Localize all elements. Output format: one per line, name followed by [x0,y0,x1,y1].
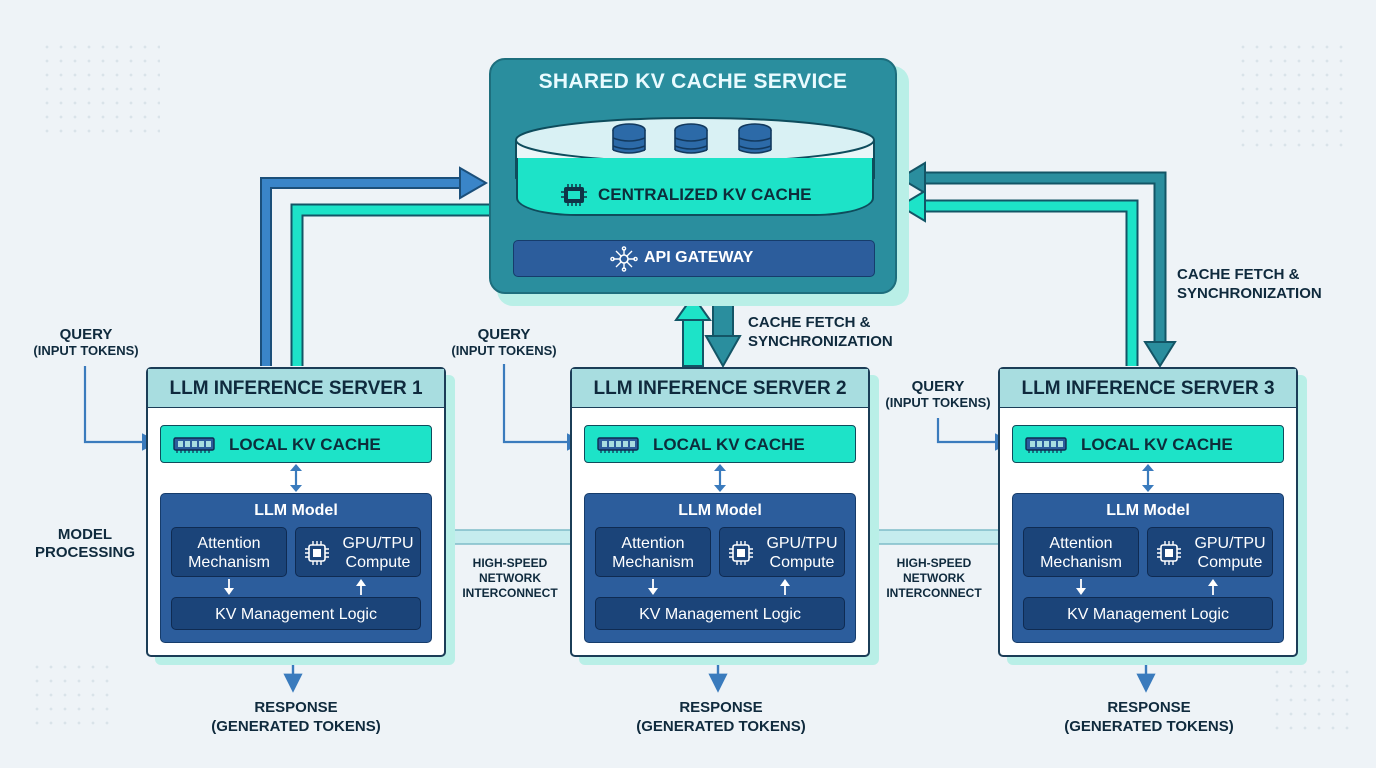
sync-path-server2-up [674,294,712,367]
cache-fetch-label-2: CACHE FETCH & SYNCHRONIZATION [1177,266,1322,302]
server-title: LLM INFERENCE SERVER 1 [169,378,423,399]
service-title: SHARED KV CACHE SERVICE [538,70,848,93]
query-label-2: QUERY (INPUT TOKENS) [451,326,557,358]
query-arrow-2 [502,364,585,451]
response-label-2: RESPONSE (GENERATED TOKENS) [636,699,806,735]
bidirectional-arrow-icon [714,464,726,492]
server-title: LLM INFERENCE SERVER 3 [1021,378,1275,399]
kv-management-logic: KV Management Logic [171,597,421,630]
server-header: LLM INFERENCE SERVER 1 [148,369,444,408]
ram-module-icon [597,437,639,453]
bidirectional-arrow-icon [290,464,302,492]
cache-fetch-label-1: CACHE FETCH & SYNCHRONIZATION [748,314,893,350]
local-kv-cache: LOCAL KV CACHE [160,425,432,463]
kv-management-logic: KV Management Logic [1023,597,1273,630]
query-label-1: QUERY (INPUT TOKENS) [33,326,139,358]
llm-model-title: LLM Model [1106,502,1190,519]
database-icon [738,123,772,154]
ram-module-icon [173,437,215,453]
upload-path-server1-blue [260,166,489,366]
down-arrow-icon [224,579,234,595]
background-dot-grid [1236,40,1346,150]
local-kv-cache-label: LOCAL KV CACHE [653,435,805,454]
network-hub-icon [610,246,638,272]
server-header: LLM INFERENCE SERVER 3 [1000,369,1296,408]
api-gateway [513,240,875,277]
processor-chip-icon [305,541,329,565]
background-dot-grid [40,40,160,140]
sync-path-server3-inner [898,189,1139,366]
model-processing-label: MODEL PROCESSING [34,526,136,561]
up-arrow-icon [356,579,366,595]
local-kv-cache: LOCAL KV CACHE [584,425,856,463]
llm-inference-server-3: LLM INFERENCE SERVER 3 LOCAL KV CACHE LLM … [998,367,1298,657]
llm-model-title: LLM Model [678,502,762,519]
llm-inference-server-1: LLM INFERENCE SERVER 1 LOCAL KV CACHE LLM … [146,367,446,657]
kv-management-logic: KV Management Logic [595,597,845,630]
centralized-cache-label: CENTRALIZED KV CACHE [598,185,812,204]
query-arrow-3 [936,418,1013,451]
interconnect-bar-1-2 [443,529,573,545]
local-kv-cache-label: LOCAL KV CACHE [1081,435,1233,454]
up-arrow-icon [780,579,790,595]
llm-inference-server-2: LLM INFERENCE SERVER 2 LOCAL KV CACHE LLM … [570,367,870,657]
sync-path-server3-outer [898,161,1177,368]
response-label-1: RESPONSE (GENERATED TOKENS) [211,699,381,735]
upload-path-server1-teal [290,203,490,366]
response-label-3: RESPONSE (GENERATED TOKENS) [1064,699,1234,735]
query-arrow-1 [83,366,160,451]
local-kv-cache-label: LOCAL KV CACHE [229,435,381,454]
background-dot-grid [1270,665,1350,735]
api-gateway-label: API GATEWAY [644,249,754,266]
database-icon [674,123,708,154]
bidirectional-arrow-icon [1142,464,1154,492]
server-header: LLM INFERENCE SERVER 2 [572,369,868,408]
up-arrow-icon [1208,579,1218,595]
interconnect-bar-2-3 [867,529,1001,545]
local-kv-cache: LOCAL KV CACHE [1012,425,1284,463]
llm-model-title: LLM Model [254,502,338,519]
memory-chip-icon [561,184,587,206]
down-arrow-icon [648,579,658,595]
database-icon [612,123,646,154]
ram-module-icon [1025,437,1067,453]
query-label-3: QUERY (INPUT TOKENS) [885,378,991,410]
background-dot-grid [30,660,110,730]
processor-chip-icon [729,541,753,565]
interconnect-label-2: HIGH-SPEED NETWORK INTERCONNECT [886,556,982,600]
interconnect-label-1: HIGH-SPEED NETWORK INTERCONNECT [462,556,558,600]
processor-chip-icon [1157,541,1181,565]
down-arrow-icon [1076,579,1086,595]
server-title: LLM INFERENCE SERVER 2 [593,378,847,399]
